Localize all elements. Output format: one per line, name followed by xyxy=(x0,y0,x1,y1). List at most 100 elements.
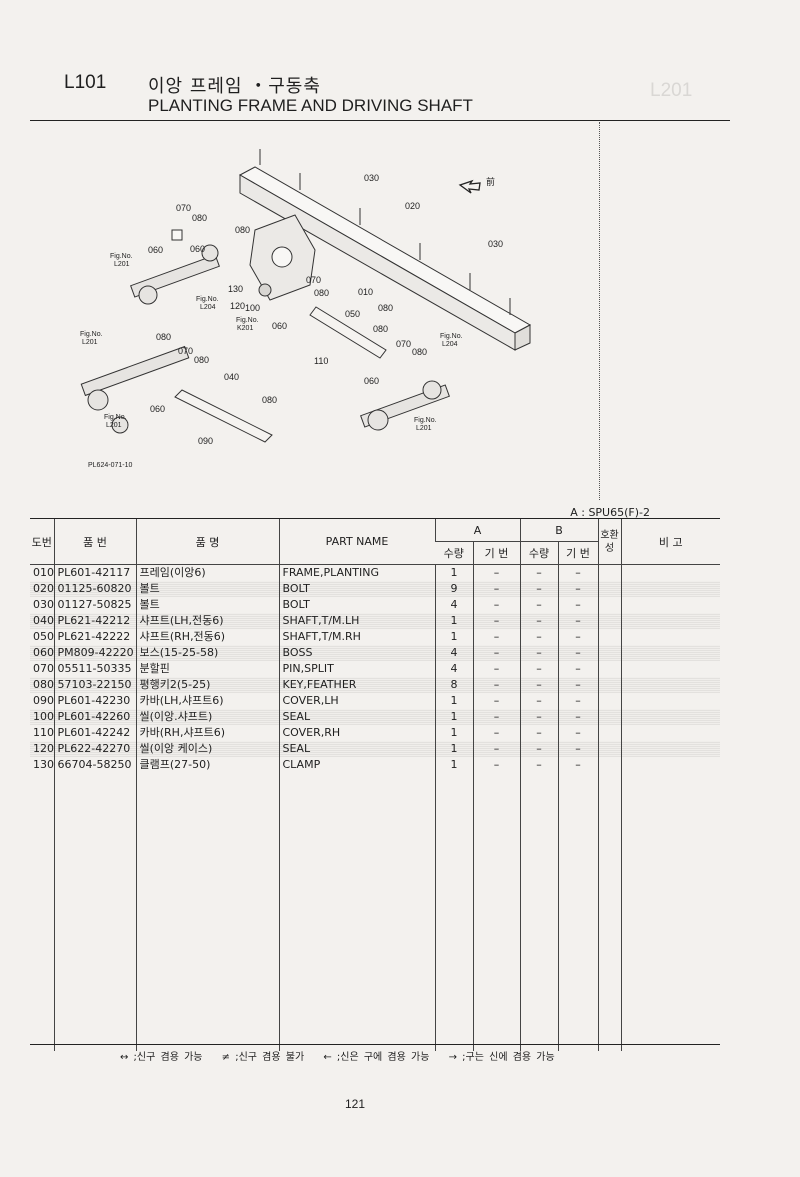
callout-label: 080 xyxy=(156,332,171,342)
callout-label: 100 xyxy=(245,303,260,313)
page-code: L101 xyxy=(64,72,107,93)
item-number-cell: 010 xyxy=(33,566,54,579)
figure-ref-label: Fig.No. xyxy=(80,331,103,338)
base-b-cell: – xyxy=(557,581,599,597)
item-number-cell: 050 xyxy=(33,630,54,643)
bleed-through-ghost: L201 xyxy=(650,80,693,101)
korean-name-cell: 샤프트(LH,전동6) xyxy=(135,613,279,629)
english-name-cell: SEAL xyxy=(278,741,435,757)
page-title-english: PLANTING FRAME AND DRIVING SHAFT xyxy=(148,96,473,115)
callout-label: 070 xyxy=(306,275,321,285)
base-b-cell: – xyxy=(557,725,599,741)
figure-ref-label: Fig.No. xyxy=(236,317,259,324)
korean-name-cell: 샤프트(RH,전동6) xyxy=(135,629,279,645)
remarks-cell xyxy=(620,645,721,661)
qty-a-cell: 4 xyxy=(434,661,473,677)
page-number: 121 xyxy=(345,1097,366,1111)
korean-name-cell: 씰(이앙 케이스) xyxy=(135,741,279,757)
remarks-cell xyxy=(620,741,721,757)
base-a-cell: – xyxy=(472,613,520,629)
header-rule xyxy=(30,120,730,121)
header-part-no: 품 번 xyxy=(53,519,136,565)
figure-refs: Fig.No. L201 Fig.No. L204 Fig.No. K201 F… xyxy=(80,253,463,432)
callout-label: 060 xyxy=(190,244,205,254)
parts-table: 도번 품 번 품 명 PART NAME A B 호환성 비 고 수량 기 번 … xyxy=(30,519,721,1051)
base-a-cell: – xyxy=(472,757,520,773)
empty-cell xyxy=(53,773,136,1051)
qty-a-cell: 1 xyxy=(434,693,473,709)
remarks-cell xyxy=(620,709,721,725)
base-b-cell: – xyxy=(557,564,599,581)
base-b-cell: – xyxy=(557,757,599,773)
base-a-cell: – xyxy=(472,597,520,613)
interchange-cell xyxy=(597,597,622,613)
part-number-cell: PL622-42270 xyxy=(53,741,136,757)
qty-b-cell: – xyxy=(519,693,558,709)
empty-cell xyxy=(472,773,520,1051)
left-lower-assembly-drawing xyxy=(80,345,190,434)
base-a-cell: – xyxy=(472,725,520,741)
part-number-cell: PL621-42222 xyxy=(53,629,136,645)
item-number-cell: 120 xyxy=(30,741,54,757)
callout-label: 040 xyxy=(224,372,239,382)
left-upper-assembly-drawing xyxy=(130,229,220,305)
part-number-cell: PL601-42230 xyxy=(53,693,136,709)
planting-frame-drawing xyxy=(238,149,532,351)
korean-name-cell: 씰(이앙.샤프트) xyxy=(135,709,279,725)
callout-label: 050 xyxy=(345,309,360,319)
remarks-cell xyxy=(620,581,721,597)
figure-ref-number: L204 xyxy=(200,304,216,311)
callout-label: 060 xyxy=(150,404,165,414)
base-b-cell: – xyxy=(557,661,599,677)
header-remarks: 비 고 xyxy=(620,519,721,565)
remarks-cell xyxy=(620,677,721,693)
qty-a-cell: 4 xyxy=(434,597,473,613)
interchange-cell xyxy=(597,581,622,597)
figure-ref-label: Fig.No. xyxy=(196,296,219,303)
qty-b-cell: – xyxy=(519,661,558,677)
base-a-cell: – xyxy=(472,645,520,661)
callout-label: 090 xyxy=(198,436,213,446)
remarks-cell xyxy=(620,597,721,613)
base-b-cell: – xyxy=(557,645,599,661)
qty-a-cell: 1 xyxy=(434,725,473,741)
english-name-cell: BOSS xyxy=(278,645,435,661)
header-group-a: A xyxy=(434,519,520,542)
callout-label: 080 xyxy=(378,303,393,313)
korean-name-cell: 볼트 xyxy=(135,597,279,613)
base-b-cell: – xyxy=(557,613,599,629)
qty-b-cell: – xyxy=(519,725,558,741)
part-number-cell: 01127-50825 xyxy=(53,597,136,613)
item-number-cell: 130 xyxy=(33,758,54,771)
part-number-cell: PL621-42212 xyxy=(53,613,136,629)
callout-label: 070 xyxy=(176,203,191,213)
english-name-cell: COVER,LH xyxy=(278,693,435,709)
figure-ref-label: Fig.No. xyxy=(104,414,127,421)
interchange-cell xyxy=(597,677,622,693)
english-name-cell: BOLT xyxy=(278,581,435,597)
base-b-cell: – xyxy=(557,629,599,645)
qty-a-cell: 1 xyxy=(434,629,473,645)
front-arrow-icon xyxy=(458,179,481,194)
part-number-cell: PL601-42242 xyxy=(53,725,136,741)
figure-ref-number: L204 xyxy=(442,341,458,348)
item-number-cell: 080 xyxy=(30,677,54,693)
korean-name-cell: 보스(15-25-58) xyxy=(135,645,279,661)
figure-ref-label: Fig.No. xyxy=(440,333,463,340)
interchange-cell xyxy=(597,757,622,773)
figure-ref-label: Fig.No. xyxy=(110,253,133,260)
base-a-cell: – xyxy=(472,629,520,645)
legend-item: ≠ ;신구 겸용 불가 xyxy=(221,1052,305,1063)
interchange-cell xyxy=(597,741,622,757)
qty-b-cell: – xyxy=(519,629,558,645)
page-title-korean: 이앙 프레임 ・구동축 xyxy=(148,76,321,97)
base-a-cell: – xyxy=(472,677,520,693)
qty-b-cell: – xyxy=(519,597,558,613)
base-b-cell: – xyxy=(557,693,599,709)
qty-a-cell: 4 xyxy=(434,645,473,661)
